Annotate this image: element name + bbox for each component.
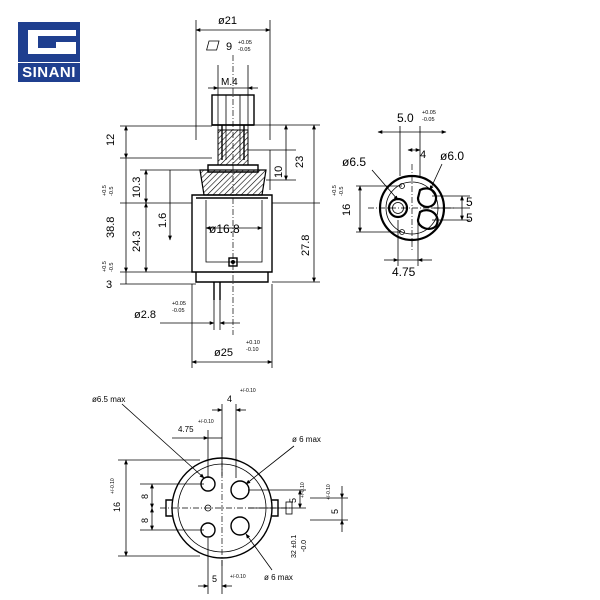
- dim-pin-tol-plus: +0.05: [172, 301, 186, 307]
- side-tol-plus-1: +0.5: [102, 185, 108, 196]
- dim-bottom-five-bottom: 5: [212, 574, 217, 584]
- dim-bottom-fsf-tol: +/-0.10: [198, 419, 214, 425]
- dim-bottom-fsf: 4.75: [178, 425, 194, 434]
- dim-base-tol-minus: -0.10: [246, 347, 259, 353]
- dim-base-dia: ø25: [214, 347, 233, 359]
- side-tol-minus-1: -0.5: [109, 187, 115, 196]
- side-tol-minus-2: -0.5: [109, 263, 115, 272]
- brand-mark-icon: [18, 22, 80, 62]
- dim-end-five-a: 5: [466, 195, 473, 209]
- dim-one-six: 1.6: [157, 213, 169, 228]
- dim-bottom-sixteen-tol: +/-0.10: [110, 478, 116, 494]
- dim-end-left-hole: ø6.5: [342, 155, 366, 169]
- dim-bottom-eight-a: 8: [140, 494, 150, 499]
- dim-end-top-tol-minus: -0.05: [422, 117, 435, 123]
- dim-total: 38.8: [105, 217, 117, 238]
- dim-bottom-five-far: 5: [330, 509, 340, 514]
- dim-bottom-hole-max-bottom: ø 6 max: [264, 573, 293, 582]
- brand-logo: SINANI: [18, 22, 80, 82]
- dim-bottom-four: 4: [227, 394, 232, 404]
- dim-end-top-tol-plus: +0.05: [422, 110, 436, 116]
- dim-upper: 23: [294, 156, 306, 168]
- dim-flat-tol-minus: -0.05: [238, 47, 251, 53]
- dim-twenty-four: 24.3: [131, 231, 143, 252]
- dim-three: 3: [106, 279, 112, 291]
- dim-bottom-eight-b: 8: [140, 518, 150, 523]
- dim-bottom-five-right: 5: [288, 498, 298, 503]
- dim-bottom-thirty-two-alt: -0.0: [301, 540, 308, 552]
- dim-flat-tol-plus: +0.05: [238, 40, 252, 46]
- end-tol-minus: -0.5: [339, 187, 345, 196]
- end-tol-plus: +0.5: [332, 185, 338, 196]
- dim-ten-three: 10.3: [131, 177, 143, 198]
- dim-end-sixteen: 16: [341, 204, 353, 216]
- dim-body-dia: ø16.8: [209, 222, 240, 236]
- bottom-view: ø6.5 max 4 +/-0.10 4.75 +/-0.10 ø 6 max …: [92, 388, 348, 594]
- end-view: 5.0 +0.05 -0.05 4 ø6.5 ø6.0 16 +0.5 -0.5…: [332, 110, 473, 279]
- dim-bottom-five-far-tol: +/-0.10: [326, 484, 332, 500]
- dim-bottom-four-tol: +/-0.10: [240, 388, 256, 394]
- dim-end-four: 4: [420, 149, 426, 161]
- side-view: ø21 9 +0.05 -0.05 M.4: [102, 15, 320, 368]
- dim-pin-dia: ø2.8: [134, 309, 156, 321]
- dim-bottom-five-right-tol: +/-0.10: [300, 482, 306, 498]
- dim-bottom-hole-max-top: ø6.5 max: [92, 395, 125, 404]
- dim-bottom-thirty-two: 32 ±0.1: [291, 535, 298, 558]
- dim-flat: 9: [226, 41, 232, 53]
- dim-end-five-b: 5: [466, 211, 473, 225]
- dim-twenty-seven: 27.8: [300, 235, 312, 256]
- dim-shaft-len: 12: [105, 134, 117, 146]
- dim-base-tol-plus: +0.10: [246, 340, 260, 346]
- dim-thread: M.4: [221, 77, 238, 88]
- side-tol-plus-2: +0.5: [102, 261, 108, 272]
- dim-bottom-hole-max-right: ø 6 max: [292, 435, 321, 444]
- dim-bottom-sixteen: 16: [112, 502, 122, 512]
- dim-end-top: 5.0: [397, 111, 414, 125]
- dim-end-bottom: 4.75: [392, 265, 416, 279]
- brand-name: SINANI: [18, 63, 80, 82]
- dim-end-right-hole: ø6.0: [440, 149, 464, 163]
- dim-bottom-five-bottom-tol: +/-0.10: [230, 574, 246, 580]
- dim-pin-tol-minus: -0.05: [172, 308, 185, 314]
- dim-ten: 10: [273, 166, 285, 178]
- dim-top-width: ø21: [218, 15, 237, 27]
